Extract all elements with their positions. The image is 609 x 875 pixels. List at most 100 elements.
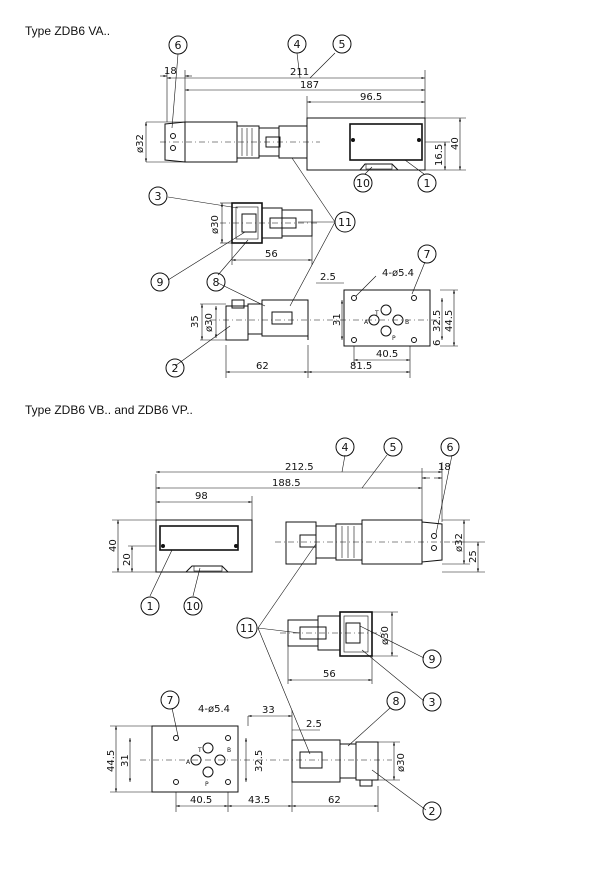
va-dim-2-5: 2.5 <box>320 272 336 283</box>
svg-text:8: 8 <box>393 695 400 708</box>
vb-dim-dia32: ø32 <box>454 533 465 552</box>
vb-port-t-label: T <box>197 747 202 754</box>
vb-dim-40-5: 40.5 <box>190 795 212 806</box>
va-dim-dia30-a: ø30 <box>210 215 221 234</box>
svg-text:7: 7 <box>167 694 174 707</box>
svg-text:9: 9 <box>157 276 164 289</box>
va-balloon-10: 10 <box>353 173 373 193</box>
vb-balloon-9: 9 <box>422 649 442 669</box>
va-dim-31: 31 <box>332 313 343 326</box>
va-dim-40: 40 <box>450 137 461 150</box>
svg-text:5: 5 <box>339 38 346 51</box>
va-section-detail <box>220 202 318 265</box>
vb-balloon-8: 8 <box>386 691 406 711</box>
vb-balloon-3: 3 <box>422 692 442 712</box>
vb-dim-dia30-b: ø30 <box>396 753 407 772</box>
vb-dim-dia30-a: ø30 <box>380 626 391 645</box>
vb-dim-212-5: 212.5 <box>285 462 314 473</box>
vb-balloon-4: 4 <box>335 437 355 457</box>
va-balloon-1: 1 <box>417 173 437 193</box>
va-balloon-4: 4 <box>287 34 307 54</box>
svg-text:9: 9 <box>429 653 436 666</box>
va-balloon-9: 9 <box>150 272 170 292</box>
vb-dim-43-5: 43.5 <box>248 795 270 806</box>
va-balloon-2: 2 <box>165 358 185 378</box>
va-dim-dia30-b: ø30 <box>204 313 215 332</box>
va-balloon-7: 7 <box>417 244 437 264</box>
va-dim-6: 6 <box>432 340 443 346</box>
vb-dim-188-5: 188.5 <box>272 478 301 489</box>
va-balloon-8: 8 <box>206 272 226 292</box>
svg-text:2: 2 <box>429 805 436 818</box>
va-dim-4-dia5-4: 4-ø5.4 <box>382 268 414 279</box>
va-dim-40-5: 40.5 <box>376 349 398 360</box>
va-balloon-3: 3 <box>148 186 168 206</box>
svg-text:1: 1 <box>424 177 431 190</box>
svg-text:11: 11 <box>240 622 254 635</box>
vb-dim-56: 56 <box>323 669 336 680</box>
va-balloon-11: 11 <box>334 211 356 233</box>
vb-section-detail <box>280 611 398 684</box>
svg-text:4: 4 <box>342 441 349 454</box>
va-dim-187: 187 <box>300 80 319 91</box>
vb-balloon-10: 10 <box>183 596 203 616</box>
va-port-t <box>380 304 392 316</box>
svg-text:6: 6 <box>175 39 182 52</box>
va-port-p-label: P <box>392 335 396 342</box>
va-dim-16-5: 16.5 <box>434 144 445 166</box>
vb-dim-18: 18 <box>438 462 451 473</box>
va-dim-18: 18 <box>164 66 177 77</box>
va-balloon-6: 6 <box>168 35 188 55</box>
svg-text:5: 5 <box>390 441 397 454</box>
vb-balloon-1: 1 <box>140 596 160 616</box>
va-port-p <box>380 325 392 337</box>
va-dim-44-5: 44.5 <box>444 310 455 332</box>
va-nameplate <box>349 123 423 161</box>
vb-dim-40: 40 <box>108 539 119 552</box>
va-dim-96-5: 96.5 <box>360 92 382 103</box>
vb-dim-33: 33 <box>262 705 275 716</box>
vb-port-p-label: P <box>205 781 209 788</box>
va-side-view <box>144 70 466 171</box>
vb-dim-4-dia5-4: 4-ø5.4 <box>198 704 230 715</box>
caption-type-va: Type ZDB6 VA.. <box>25 24 111 38</box>
va-dim-81-5: 81.5 <box>350 361 372 372</box>
vb-balloon-2: 2 <box>422 801 442 821</box>
svg-text:3: 3 <box>429 696 436 709</box>
vb-bottom-view <box>110 710 400 812</box>
vb-balloon-11: 11 <box>236 617 258 639</box>
va-bottom-view <box>200 282 458 378</box>
vb-side-view <box>112 462 485 573</box>
vb-dim-98: 98 <box>195 491 208 502</box>
vb-balloon-7: 7 <box>160 690 180 710</box>
vb-port-p <box>202 766 214 778</box>
va-dim-dia32: ø32 <box>135 134 146 153</box>
va-mounting-face <box>343 289 431 347</box>
vb-dim-62: 62 <box>328 795 341 806</box>
va-dim-32-5: 32.5 <box>432 310 443 332</box>
va-port-a-label: A <box>364 319 369 326</box>
va-balloons <box>167 52 426 367</box>
vb-dim-31: 31 <box>120 754 131 767</box>
va-balloon-5: 5 <box>332 34 352 54</box>
caption-type-vb-vp: Type ZDB6 VB.. and ZDB6 VP.. <box>25 403 193 417</box>
svg-text:10: 10 <box>186 600 200 613</box>
va-dim-35: 35 <box>190 315 201 328</box>
vb-cartridge <box>285 521 317 565</box>
va-dim-62: 62 <box>256 361 269 372</box>
svg-text:4: 4 <box>294 38 301 51</box>
vb-dim-20: 20 <box>122 553 133 566</box>
svg-text:11: 11 <box>338 216 352 229</box>
vb-port-t <box>202 742 214 754</box>
svg-text:10: 10 <box>356 177 370 190</box>
vb-dim-44-5: 44.5 <box>106 750 117 772</box>
va-dim-56: 56 <box>265 249 278 260</box>
vb-dim-32-5: 32.5 <box>254 750 265 772</box>
svg-text:2: 2 <box>172 362 179 375</box>
vb-balloons <box>149 454 453 811</box>
va-port-b-label: B <box>405 319 409 326</box>
vb-port-b-label: B <box>227 747 231 754</box>
vb-nameplate <box>159 525 239 551</box>
